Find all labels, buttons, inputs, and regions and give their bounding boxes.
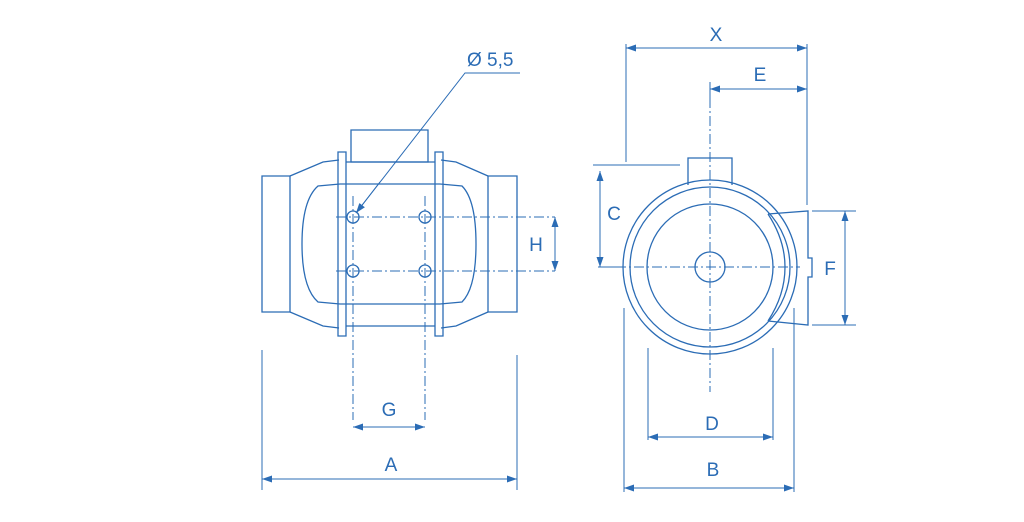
extension-line [261,350,518,490]
side-view [261,72,559,490]
side-terminal [767,210,813,326]
left-bracket [337,151,347,337]
label-C: C [607,204,621,225]
label-X: X [710,25,723,46]
label-E: E [754,65,767,86]
housing-inner [301,183,477,305]
right-bracket [434,151,444,337]
label-H: H [529,235,543,256]
housing-top [346,161,435,327]
hole-centerline [336,196,555,420]
label-A: A [385,455,398,476]
label-F: F [824,259,836,280]
label-D: D [705,414,719,435]
label-B: B [707,460,720,481]
right-collar [487,175,518,313]
hole-leader [355,72,520,214]
front-view [593,44,856,492]
label-G: G [382,400,397,421]
left-collar [261,175,291,313]
housing-outer [289,159,489,329]
hole-diameter-label: Ø 5,5 [467,50,513,71]
hole-leader-arrow [355,181,381,214]
terminal-box [350,129,429,163]
